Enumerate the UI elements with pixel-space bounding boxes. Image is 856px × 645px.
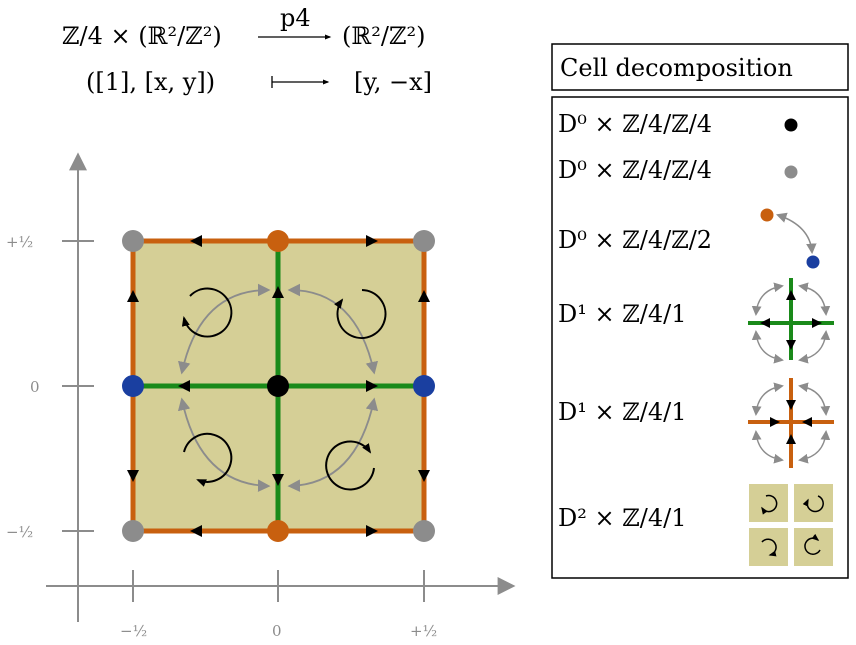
legend-title-box: [551, 43, 849, 91]
orange-vertex-icon: [760, 208, 774, 222]
rotation-icon: [325, 440, 375, 491]
blue-vertex: [122, 375, 144, 397]
rotation-icon: [181, 287, 233, 338]
blue-vertex: [413, 375, 435, 397]
legend-row-label: D¹ × ℤ/4/1: [558, 300, 686, 328]
blue-vertex-icon: [806, 255, 820, 269]
rotation-icon: [183, 432, 233, 487]
header-arrow-label: p4: [280, 4, 311, 32]
x-tick-label: 0: [272, 622, 282, 640]
y-tick-label: 0: [30, 378, 40, 396]
orange-vertex: [267, 230, 289, 252]
header-line2-left: ([1], [x, y]): [86, 68, 215, 96]
x-tick-label: +½: [410, 622, 437, 640]
x-tick-label: −½: [120, 622, 147, 640]
y-tick-label: +½: [6, 233, 33, 251]
header-line1-right: (ℝ²/ℤ²): [342, 22, 426, 50]
header-formula: ℤ/4 × (ℝ²/ℤ²) p4 (ℝ²/ℤ²) ([1], [x, y]) […: [62, 4, 432, 96]
rotation-icons: [181, 287, 387, 491]
gray-vertex: [122, 230, 144, 252]
legend-row-label: D¹ × ℤ/4/1: [558, 398, 686, 426]
gray-vertex: [122, 520, 144, 542]
legend-row-label: D⁰ × ℤ/4/ℤ/4: [558, 110, 712, 138]
gray-vertex-icon: [784, 165, 798, 179]
2-cell-tiles-icon: [749, 484, 833, 566]
edge-arrows: [127, 235, 430, 537]
orange-edge-cross-icon: [748, 378, 834, 468]
black-vertex-icon: [784, 118, 798, 132]
gray-vertex: [413, 230, 435, 252]
gray-vertex: [413, 520, 435, 542]
legend-row-label: D² × ℤ/4/1: [558, 504, 686, 532]
legend-title: Cell decomposition: [560, 54, 793, 82]
green-edge-cross-icon: [748, 278, 834, 364]
axes: −½ 0 +½ +½ 0 −½: [6, 152, 516, 640]
swap-arrow-icon: [776, 212, 817, 255]
legend-row-label: D⁰ × ℤ/4/ℤ/2: [558, 226, 712, 254]
header-line2-right: [y, −x]: [354, 68, 432, 96]
rotation-icon: [334, 289, 387, 339]
orange-vertex: [267, 520, 289, 542]
black-vertex: [267, 375, 289, 397]
legend: Cell decomposition D⁰ × ℤ/4/ℤ/4 D⁰ × ℤ/4…: [551, 43, 849, 579]
header-line1-left: ℤ/4 × (ℝ²/ℤ²): [62, 22, 222, 50]
symmetry-arrows: [177, 283, 379, 492]
fundamental-domain: [122, 230, 435, 542]
y-tick-label: −½: [6, 523, 33, 541]
legend-row-label: D⁰ × ℤ/4/ℤ/4: [558, 156, 712, 184]
